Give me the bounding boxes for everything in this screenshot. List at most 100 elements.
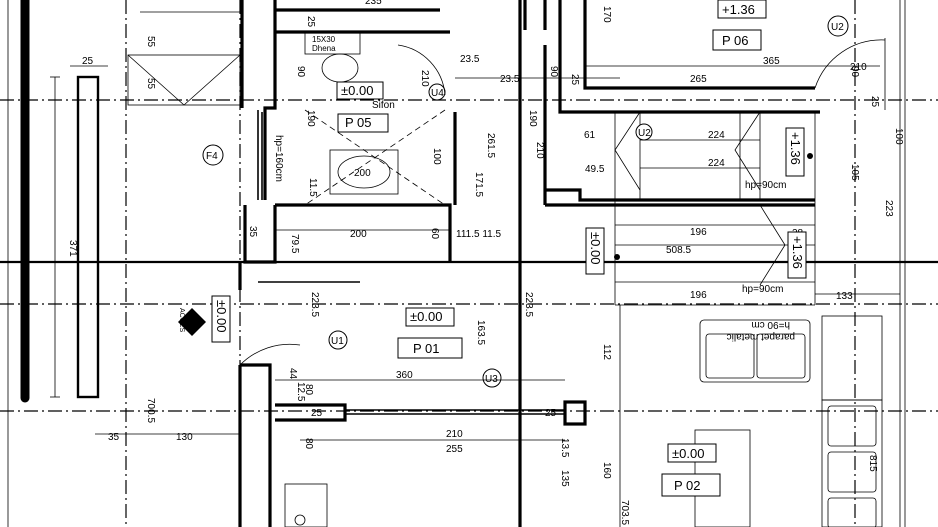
dim-25b: 25: [82, 56, 94, 67]
dim-60b: 60: [429, 228, 440, 240]
dim-49: 49.5: [585, 164, 605, 175]
level-stair-lower: +1.36: [790, 236, 805, 269]
dim-261: 261.5: [485, 133, 496, 158]
hp-90-landing: hp=90cm: [742, 284, 783, 295]
dim-23-5b: 23.5: [500, 74, 520, 85]
room-p01-area: [238, 262, 621, 527]
level-bathroom: ±0.00: [341, 83, 373, 98]
dim-171: 171.5: [473, 172, 484, 197]
dim-112: 112: [601, 344, 612, 360]
dim-365: 365: [763, 56, 780, 67]
dim-35a: 35: [247, 226, 258, 238]
dim-190b: 190: [527, 110, 538, 127]
dim-224b: 224: [708, 158, 725, 169]
dim-35b: 35: [108, 432, 120, 443]
dim-111: 111.5 11.5: [456, 229, 501, 240]
level-p01: ±0.00: [410, 309, 442, 324]
window-tag-label: F4: [206, 151, 218, 162]
hp-90-stairs: hp=90cm: [745, 180, 786, 191]
dim-55b: 55: [145, 78, 156, 90]
sifon-label: Sifon: [372, 100, 395, 111]
dim-23-5: 23.5: [460, 54, 480, 65]
level-access: ±0.00: [214, 300, 229, 332]
bath-size: 200: [354, 168, 371, 179]
dim-703: 703.5: [619, 500, 630, 525]
dim-255: 255: [446, 444, 463, 455]
dim-815: 815: [867, 455, 878, 472]
shower-size: 15X30: [312, 35, 336, 44]
dim-135a: 13.5: [559, 438, 570, 458]
column-left: [76, 75, 100, 399]
dim-371: 371: [67, 240, 78, 257]
dim-11-5a: 11.5: [307, 178, 318, 197]
access-label: ACCES: [178, 308, 185, 332]
shaft-box: 55 55: [127, 11, 241, 106]
level-p02: ±0.00: [672, 446, 704, 461]
dim-265: 265: [690, 74, 707, 85]
door-tag-u1: U1: [331, 336, 344, 347]
door-tag-u4: U4: [431, 88, 444, 99]
dim-224a: 224: [708, 130, 725, 141]
dim-90b: 90: [548, 66, 559, 78]
dim-200: 200: [350, 229, 367, 240]
room-p02: P 02: [674, 478, 701, 493]
dim-196a: 196: [690, 227, 707, 238]
dim-210c: 210: [446, 429, 463, 440]
dim-221: 223.5: [309, 292, 320, 317]
dim-80a: 80: [303, 384, 314, 396]
dim-160: 160: [601, 462, 612, 479]
dim-25a: 25: [305, 16, 316, 28]
dim-90c: 90: [849, 66, 860, 78]
dim-135b: 135: [559, 470, 570, 487]
level-p06: +1.36: [722, 2, 755, 17]
parapet-note: parapet metalic: [727, 331, 795, 342]
dim-360: 360: [396, 370, 413, 381]
dim-25d: 25: [869, 96, 880, 108]
door-tag-u2-upper: U2: [831, 22, 844, 33]
dim-130: 130: [176, 432, 193, 443]
dim-133: 133: [836, 291, 853, 302]
dim-55a: 55: [145, 36, 156, 48]
room-p06: P 06: [722, 33, 749, 48]
central-walls: [518, 0, 820, 527]
room-p01: P 01: [413, 341, 440, 356]
dim-25c: 25: [569, 74, 580, 86]
dim-210a: 210: [419, 70, 430, 87]
bathroom-walls: [240, 0, 457, 264]
dim-25e: 25: [311, 408, 323, 419]
dim-44: 44: [287, 368, 298, 380]
access-arrow: [178, 308, 206, 336]
level-stair-upper: +1.36: [788, 132, 803, 165]
staircase: 224 224 61 49.5 hp=90cm 196 196 508.5 hp…: [584, 111, 900, 306]
dim-508: 508.5: [666, 245, 691, 256]
dim-163: 163.5: [475, 320, 486, 345]
dim-210d: 210: [850, 62, 867, 73]
dim-90a: 90: [295, 66, 306, 78]
dim-12: 12.5: [295, 382, 306, 402]
dim-700: 700.5: [145, 398, 156, 423]
parapet-h: h=90 cm: [751, 319, 790, 330]
dim-61: 61: [584, 130, 596, 141]
door-tag-u2-stairs: U2: [638, 128, 651, 139]
dim-79: 79.5: [289, 234, 300, 254]
dim-196b: 196: [690, 290, 707, 301]
door-tag-u3: U3: [485, 374, 498, 385]
dim-235: 235: [365, 0, 382, 7]
dim-25f: 25: [545, 408, 557, 419]
dim-223: 223: [883, 200, 894, 217]
dim-100a: 100: [431, 148, 442, 165]
living-furniture: parapet metalic h=90 cm: [694, 315, 883, 527]
hp-160: hp=160cm: [273, 135, 284, 182]
dim-80b: 80: [303, 438, 314, 450]
dim-170: 170: [601, 6, 612, 23]
shower-label: Dhena: [312, 44, 336, 53]
dim-105: 105: [849, 164, 860, 181]
dim-190a: 190: [305, 110, 316, 127]
dim-210b: 210: [534, 142, 545, 159]
bath-area: 200 P 05 Sifon hp=160cm: [273, 100, 446, 206]
level-stair-bottom: ±0.00: [588, 232, 603, 264]
window-tag-f4: [202, 144, 224, 166]
room-p05: P 05: [345, 115, 372, 130]
dim-221b: 223.5: [523, 292, 534, 317]
